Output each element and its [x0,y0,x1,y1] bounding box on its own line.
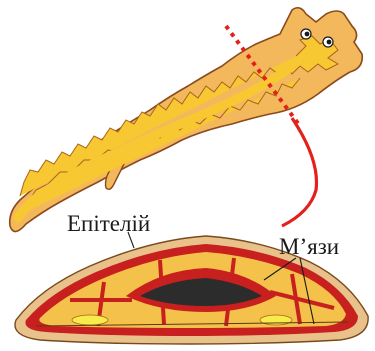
muscles-label: М’язи [279,235,339,258]
planarian-illustration [10,8,363,232]
eye-pupil [327,40,332,45]
nerve-cord-left [72,315,108,325]
epithelium-label: Епітелій [67,212,150,235]
eye-pupil [305,32,310,37]
section-line-curve [282,118,317,226]
